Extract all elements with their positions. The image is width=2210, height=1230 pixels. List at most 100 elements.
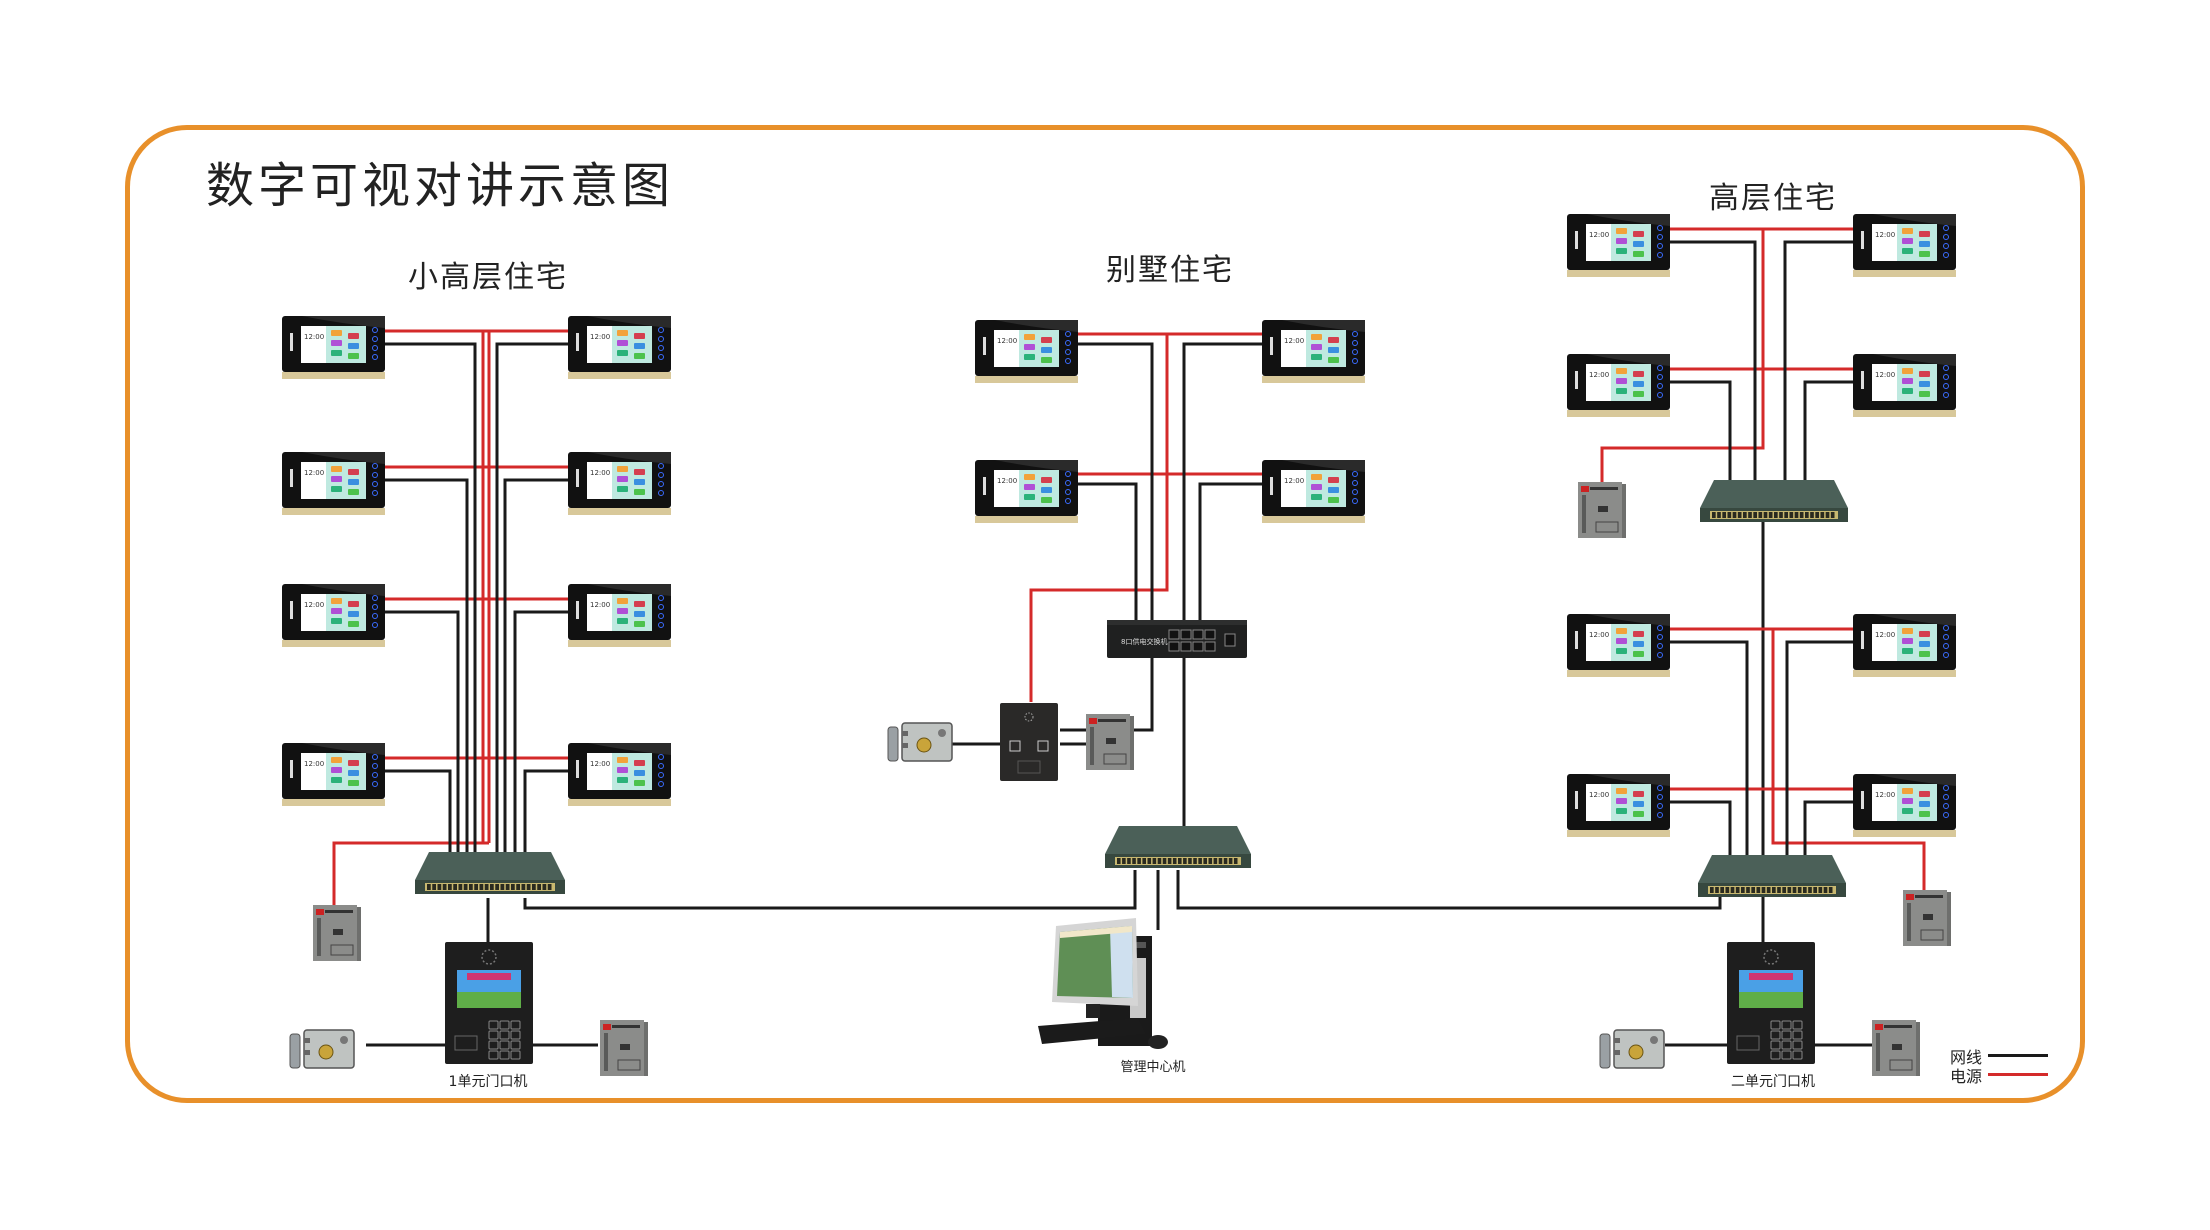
monitor-clock: 12:00 — [304, 601, 324, 609]
section-title-villa: 别墅住宅 — [1106, 253, 1234, 288]
monitor-app-icon — [1041, 347, 1052, 353]
indoor-monitor: 12:00 — [568, 584, 671, 647]
monitor-app-icon — [1311, 484, 1322, 490]
psu-vertical-text — [1907, 903, 1911, 941]
monitor-touch-key-icon — [1943, 252, 1949, 258]
electric-lock — [1599, 1029, 1665, 1069]
legend: 网线 电源 — [1950, 1046, 2049, 1086]
monitor-touch-key-icon — [372, 622, 378, 628]
switch-port — [1787, 887, 1792, 893]
switch-port — [1813, 887, 1817, 893]
switch-port — [1157, 858, 1162, 864]
unit2-door-station-label: 二单元门口机 — [1731, 1074, 1815, 1090]
power-supply-box — [313, 905, 361, 961]
monitor-touch-key-icon — [1657, 785, 1663, 791]
monitor-app-icon — [1902, 228, 1913, 234]
switch-port — [1797, 887, 1802, 893]
psu-vertical-text — [1876, 1033, 1880, 1071]
psu-nameplate — [330, 944, 354, 956]
monitor-app-icon — [331, 618, 342, 624]
switch-port — [1137, 858, 1141, 864]
monitor-gold-trim — [1567, 670, 1670, 677]
indoor-monitor: 12:00 — [1567, 214, 1670, 277]
switch-port — [1779, 512, 1783, 518]
poe-switch-port — [1192, 629, 1204, 640]
network-wire — [1785, 640, 1853, 855]
monitor-touch-key-icon — [1065, 331, 1071, 337]
monitor-gloss — [588, 743, 671, 755]
monitor-gloss — [1873, 354, 1956, 366]
psu-label — [333, 929, 343, 935]
switch-port — [1763, 512, 1768, 518]
power-wire — [1771, 629, 1926, 894]
network-switch — [1698, 855, 1846, 897]
switch-port — [1766, 887, 1771, 893]
psu-side — [357, 907, 361, 961]
monitor-app-icon — [1328, 337, 1339, 343]
indoor-monitor: 12:00 — [1567, 774, 1670, 837]
monitor-led-bar — [1575, 631, 1578, 649]
switch-port — [490, 884, 494, 890]
lock-knob — [340, 1036, 348, 1044]
indoor-monitor: 12:00 — [282, 584, 385, 647]
switch-port — [1815, 512, 1819, 518]
switch-port — [437, 884, 442, 890]
monitor-app-icon — [617, 350, 628, 356]
lock-bolt — [304, 1050, 310, 1055]
door-station-key — [510, 1050, 521, 1060]
psu-label — [1892, 1044, 1902, 1050]
monitor-gloss — [1282, 320, 1365, 332]
monitor-touch-key-icon — [658, 781, 664, 787]
psu-vertical-text — [1582, 495, 1586, 533]
door-station-key — [499, 1050, 510, 1060]
monitor-clock: 12:00 — [304, 333, 324, 341]
villa-station-call-key — [1009, 740, 1021, 752]
switch-port — [1715, 887, 1719, 893]
monitor-touch-key-icon — [1065, 471, 1071, 477]
monitor-touch-key-icon — [372, 354, 378, 360]
monitor-touch-key-icon — [1065, 480, 1071, 486]
monitor-app-icon — [331, 757, 342, 763]
section-title-small-highrise: 小高层住宅 — [408, 260, 568, 295]
switch-port — [537, 884, 541, 890]
monitor-clock: 12:00 — [304, 760, 324, 768]
monitor-app-icon — [331, 476, 342, 482]
door-station — [445, 942, 533, 1064]
psu-brand-text — [325, 910, 353, 913]
monitor-touch-key-icon — [1065, 349, 1071, 355]
monitor-app-icon — [1902, 628, 1913, 634]
monitor-touch-key-icon — [372, 345, 378, 351]
monitor-app-icon — [348, 489, 359, 495]
monitor-gold-trim — [1567, 830, 1670, 837]
monitor-touch-key-icon — [658, 472, 664, 478]
monitor-touch-key-icon — [1943, 652, 1949, 658]
poe-switch-port — [1192, 641, 1204, 652]
poe-switch-sfp-port — [1224, 633, 1236, 647]
monitor-gloss — [1873, 614, 1956, 626]
switch-port — [1784, 512, 1788, 518]
indoor-monitor: 12:00 — [1853, 354, 1956, 417]
switch-port — [1727, 512, 1732, 518]
monitor-app-icon — [1328, 357, 1339, 363]
monitor-clock: 12:00 — [1589, 231, 1609, 239]
poe-switch-port — [1204, 629, 1216, 640]
monitor-touch-key-icon — [1657, 243, 1663, 249]
monitor-gloss — [1282, 460, 1365, 472]
monitor-touch-key-icon — [372, 613, 378, 619]
monitor-clock: 12:00 — [1589, 791, 1609, 799]
network-wire — [1670, 800, 1732, 855]
monitor-app-icon — [1616, 228, 1627, 234]
psu-vertical-text — [317, 918, 321, 956]
monitor-app-icon — [1616, 248, 1627, 254]
monitor-app-icon — [1328, 347, 1339, 353]
indoor-monitor: 12:00 — [975, 320, 1078, 383]
villa-station-unlock-key — [1037, 740, 1049, 752]
monitor-gloss — [302, 316, 385, 328]
door-station-key — [499, 1040, 510, 1050]
monitor-clock: 12:00 — [590, 469, 610, 477]
monitor-app-icon — [1311, 334, 1322, 340]
monitor-gold-trim — [1853, 670, 1956, 677]
power-wire — [1600, 229, 1765, 482]
monitor-app-icon — [1311, 344, 1322, 350]
switch-port — [1712, 512, 1716, 518]
